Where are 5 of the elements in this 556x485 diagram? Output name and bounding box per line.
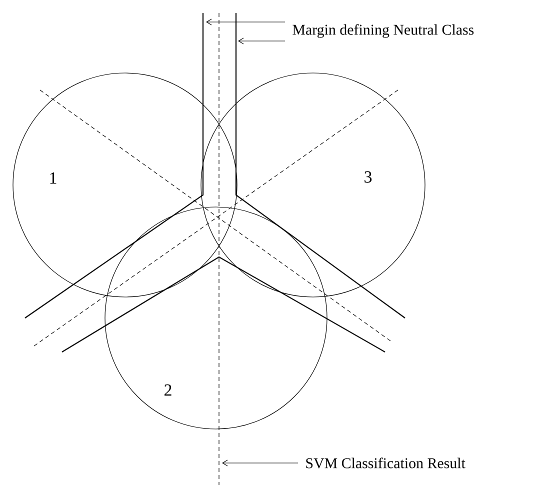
leader-arrow: [222, 460, 298, 466]
annotation-text: Margin defining Neutral Class: [292, 24, 474, 38]
leader-arrow: [238, 38, 286, 44]
annotation-text: SVM Classification Result: [306, 458, 466, 468]
leader-arrow: [206, 18, 286, 26]
